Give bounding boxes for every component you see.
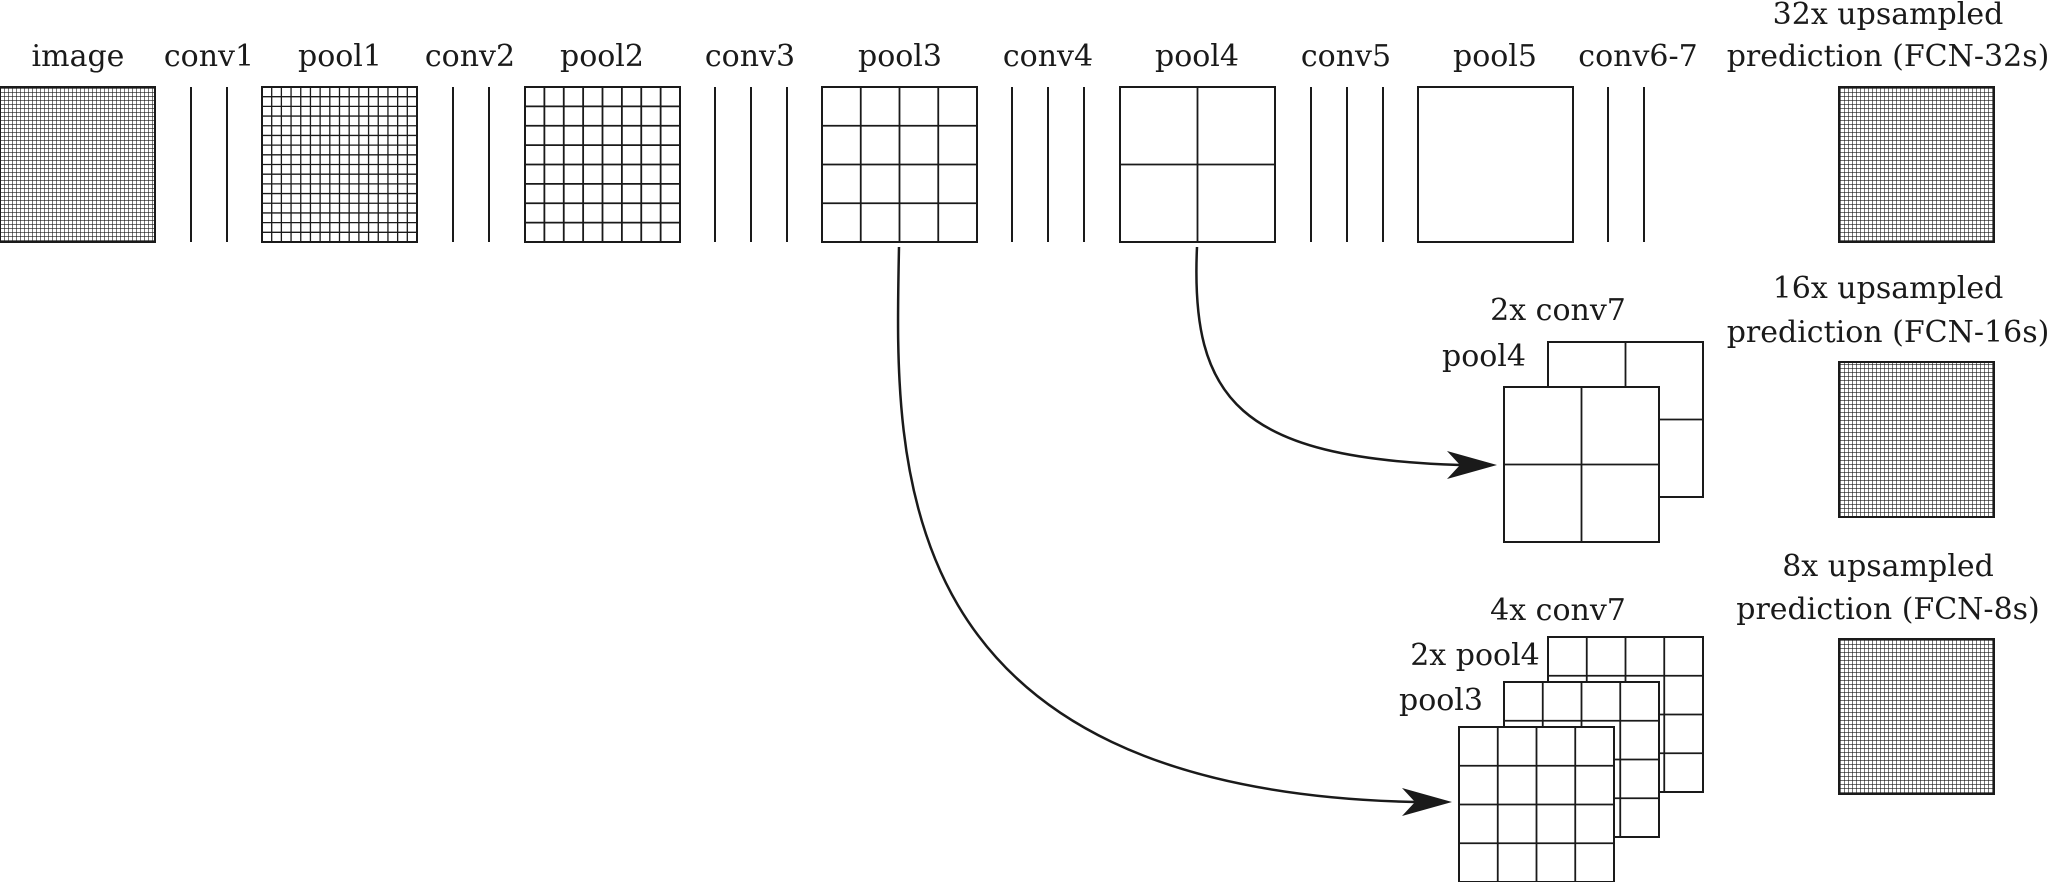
fusion16-pool4-map <box>1503 386 1660 543</box>
fcn32-label-line1: 32x upsampled <box>1773 0 2004 32</box>
label-pool3: pool3 <box>858 39 942 74</box>
conv2-layers <box>452 87 490 242</box>
label-pool4: pool4 <box>1155 39 1239 74</box>
label-pool2: pool2 <box>560 39 644 74</box>
label-conv1: conv1 <box>164 39 254 74</box>
image-map <box>0 86 156 243</box>
fcn16-prediction-map <box>1838 361 1995 518</box>
label-conv4: conv4 <box>1003 39 1093 74</box>
conv4-layers <box>1011 87 1085 242</box>
conv6-7-layers <box>1607 87 1645 242</box>
label-conv6-7: conv6-7 <box>1578 39 1697 74</box>
label-conv3: conv3 <box>705 39 795 74</box>
fusion8-pool3-label: pool3 <box>1399 683 1483 718</box>
fcn8-label-line1: 8x upsampled <box>1782 549 1994 584</box>
conv1-layers <box>190 87 228 242</box>
pool4-skip-arrow-line <box>1195 246 1461 467</box>
pool1-map <box>261 86 418 243</box>
fusion8-pool4-label: 2x pool4 <box>1410 638 1540 673</box>
pool3-map <box>821 86 978 243</box>
fcn16-label-line1: 16x upsampled <box>1773 271 2004 306</box>
fusion16-conv7-label: 2x conv7 <box>1490 293 1626 328</box>
pool3-skip-arrow-line <box>896 246 1416 804</box>
fusion8-conv7-label: 4x conv7 <box>1490 593 1626 628</box>
label-image: image <box>32 39 125 74</box>
label-conv2: conv2 <box>425 39 515 74</box>
pool5-map <box>1417 86 1574 243</box>
pool4-skip-arrowhead <box>1447 451 1497 479</box>
fcn32-prediction-map <box>1838 86 1995 243</box>
label-pool5: pool5 <box>1453 39 1537 74</box>
conv5-layers <box>1310 87 1384 242</box>
pool2-map <box>524 86 681 243</box>
label-conv5: conv5 <box>1301 39 1391 74</box>
fcn16-label-line2: prediction (FCN-16s) <box>1727 315 2050 350</box>
conv3-layers <box>714 87 788 242</box>
fcn8-label-line2: prediction (FCN-8s) <box>1736 592 2040 627</box>
label-pool1: pool1 <box>298 39 382 74</box>
fusion8-pool3-map <box>1458 726 1615 882</box>
fcn8-prediction-map <box>1838 638 1995 795</box>
fusion16-pool4-label: pool4 <box>1442 339 1526 374</box>
pool3-skip-arrowhead <box>1402 788 1452 816</box>
fcn32-label-line2: prediction (FCN-32s) <box>1727 39 2050 74</box>
pool4-map <box>1119 86 1276 243</box>
